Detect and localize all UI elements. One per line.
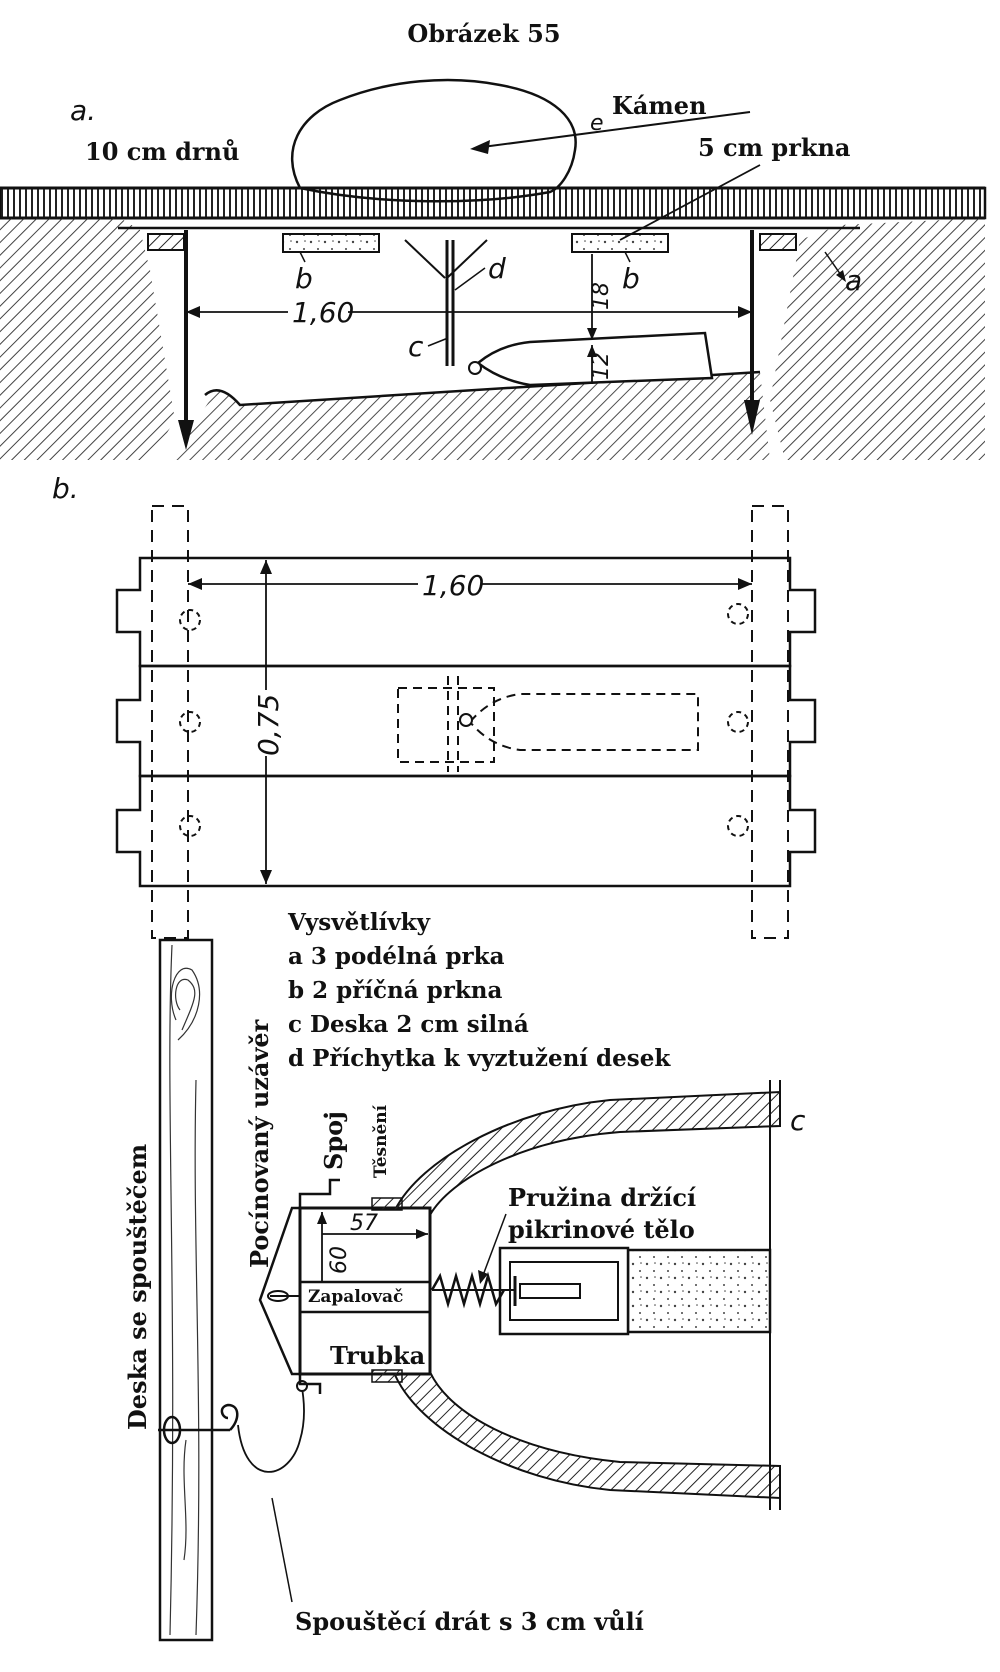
crossboard-left <box>147 233 185 251</box>
figure-c-detail: c Deska se spouštěčem Spouštěcí drát s 3… <box>123 938 806 1642</box>
stone-letter-e: e <box>590 111 604 136</box>
dashed-stake-right <box>751 505 789 939</box>
tinned-cap <box>258 1206 300 1376</box>
label-b-left: b <box>295 262 313 295</box>
crossboard-right <box>759 233 797 251</box>
fig-a-dim-18: 18 <box>589 282 614 310</box>
pit-floor <box>175 372 770 460</box>
spring-label-line1: Pružina držící <box>508 1183 696 1212</box>
fig-b-panel-letter: b. <box>52 472 79 505</box>
spring-label-line2: pikrinové tělo <box>508 1215 695 1244</box>
seal-label: Těsnění <box>371 1104 391 1178</box>
charge-outline-dashed <box>397 676 699 772</box>
fig-b-dim-width: 0,75 <box>252 694 285 756</box>
fig-a-dim-12: 12 <box>589 352 614 380</box>
tinned-cap-label: Pocínovaný uzávěr <box>245 1019 274 1268</box>
crossboard-mid-right <box>571 233 669 253</box>
stone-shape <box>290 78 577 203</box>
earth-right <box>770 218 985 460</box>
legend-item-b: b 2 příčná prkna <box>288 977 503 1004</box>
legend-title: Vysvětlívky <box>287 909 431 936</box>
trigger-wire-label: Spouštěcí drát s 3 cm vůlí <box>295 1607 644 1636</box>
earth-left <box>0 218 175 460</box>
tube-label: Trubka <box>330 1341 425 1370</box>
legend-item-d: d Příchytka k vyztužení desek <box>288 1045 671 1072</box>
dim-57: 57 <box>350 1211 378 1236</box>
charge-body <box>475 331 714 387</box>
trigger-board-label: Deska se spouštěčem <box>123 1144 152 1430</box>
label-d: d <box>488 252 506 285</box>
stone-label: Kámen <box>612 91 707 120</box>
legend-item-a: a 3 podélná prka <box>288 943 505 970</box>
trigger-wire <box>237 1387 305 1473</box>
fig-b-dim-length: 1,60 <box>422 569 484 602</box>
igniter-label: Zapalovač <box>308 1287 403 1307</box>
crossboard-mid-left <box>282 233 380 253</box>
plank-bottom <box>115 774 817 888</box>
label-b-right: b <box>622 262 640 295</box>
label-a-right: a <box>845 264 862 297</box>
shell-lower <box>393 1370 781 1500</box>
legend-item-c: c Deska 2 cm silná <box>288 1011 529 1038</box>
legend: Vysvětlívky a 3 podélná prka b 2 příčná … <box>287 909 671 1072</box>
label-c: c <box>408 330 424 363</box>
fig-a-dim-length: 1,60 <box>292 296 354 329</box>
figure-b-plan: b. 1,60 0,75 <box>52 472 817 939</box>
turf-layer <box>0 186 987 220</box>
figure-title: Obrázek 55 <box>407 19 560 48</box>
picric-body <box>626 1248 772 1334</box>
fig-c-panel-letter: c <box>790 1104 806 1137</box>
turf-label: 10 cm drnů <box>85 137 239 166</box>
fig-a-panel-letter: a. <box>70 94 96 127</box>
dim-60: 60 <box>327 1246 352 1274</box>
spring <box>430 1271 515 1309</box>
dashed-stake-left <box>151 505 189 939</box>
boards-label: 5 cm prkna <box>698 133 850 162</box>
joint-label: Spoj <box>319 1111 348 1170</box>
figure-a-section: a. e Kámen 10 cm drnů 5 cm prkna <box>0 78 987 460</box>
